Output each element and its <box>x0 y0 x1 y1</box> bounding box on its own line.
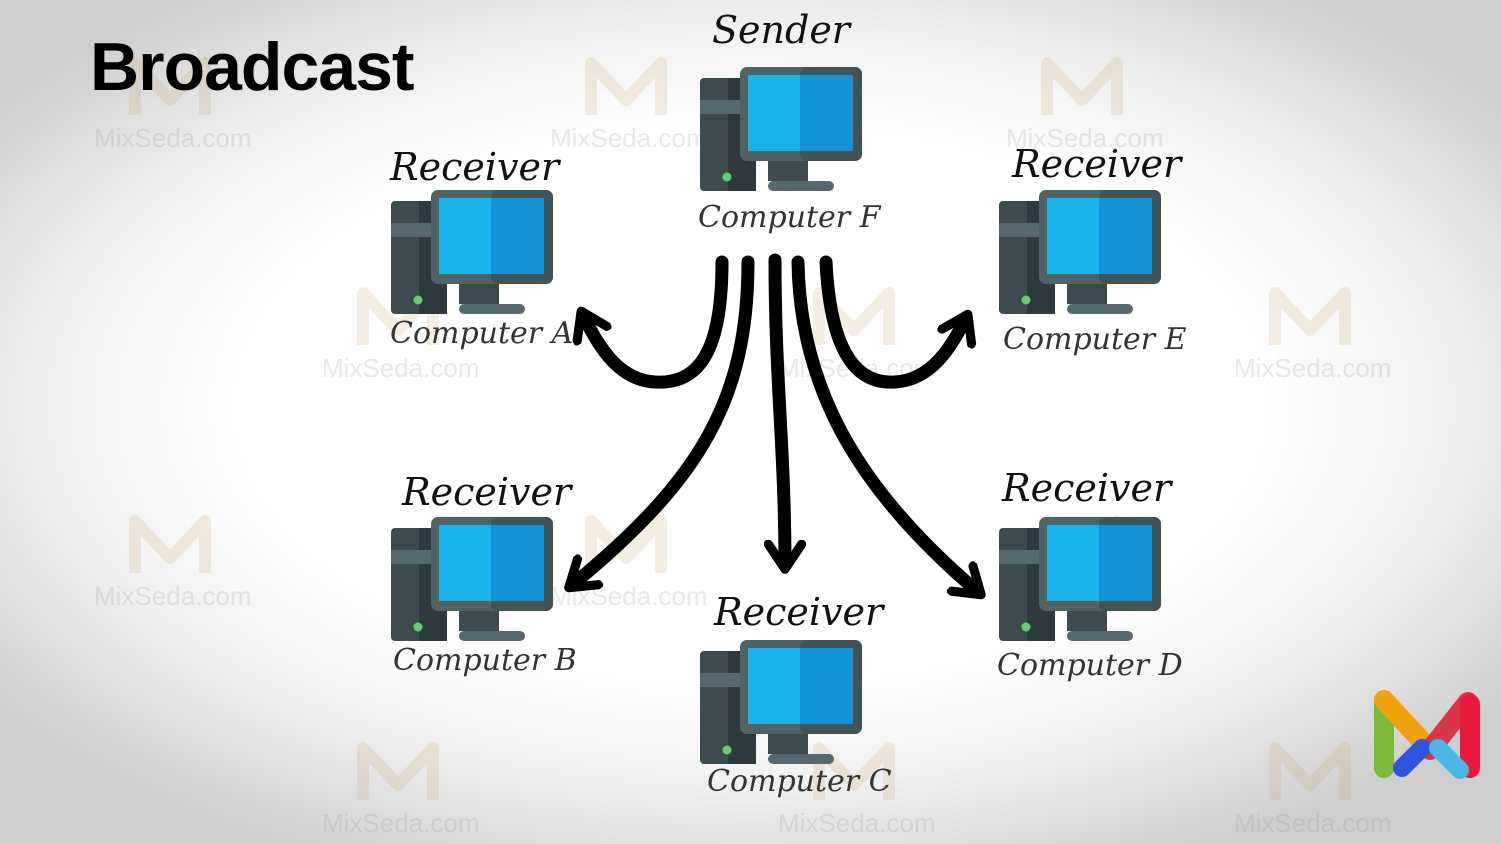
watermark-logo <box>357 742 439 800</box>
computer-b-label: Computer B <box>393 643 577 678</box>
watermark-logo <box>129 57 211 115</box>
receiver-d-label: Receiver <box>1002 466 1172 510</box>
receiver-e-label: Receiver <box>1012 142 1182 186</box>
watermark-logo <box>585 515 667 573</box>
computer-d-icon <box>999 517 1161 641</box>
computer-f-label: Computer F <box>698 200 881 235</box>
watermark-logo <box>1269 742 1351 800</box>
watermark-text: MixSeda.com <box>778 808 936 838</box>
watermark-text: MixSeda.com <box>94 581 252 611</box>
sender-label: Sender <box>712 8 850 52</box>
computer-a-icon <box>391 190 553 314</box>
mixseda-logo <box>1374 690 1480 779</box>
computer-d-label: Computer D <box>997 648 1183 683</box>
arrow-to-computer-d <box>791 255 978 592</box>
receiver-c-label: Receiver <box>714 590 884 634</box>
arrow-to-computer-a <box>583 255 729 389</box>
computer-c-label: Computer C <box>707 764 892 799</box>
arrow-to-computer-c <box>775 253 785 565</box>
computer-e-icon <box>999 190 1161 314</box>
receiver-b-label: Receiver <box>402 470 572 514</box>
computer-b-icon <box>391 517 553 641</box>
page-title: Broadcast <box>90 29 415 105</box>
arrow-to-computer-b <box>572 255 755 585</box>
watermark-logo <box>585 57 667 115</box>
watermark-logo <box>813 742 895 800</box>
watermark-logo <box>1269 287 1351 345</box>
computer-c-icon <box>700 640 862 764</box>
watermark-text: MixSeda.com <box>1234 808 1392 838</box>
watermark-text: MixSeda.com <box>322 808 480 838</box>
arrow-to-computer-e <box>819 255 966 389</box>
receiver-a-label: Receiver <box>390 145 560 189</box>
watermark-logo <box>1041 57 1123 115</box>
watermark-text: MixSeda.com <box>1006 123 1164 153</box>
computer-f-icon <box>700 67 862 191</box>
computer-a-label: Computer A <box>390 316 574 351</box>
watermark-logo <box>813 287 895 345</box>
watermark-text: MixSeda.com <box>550 123 708 153</box>
computer-e-label: Computer E <box>1003 322 1187 357</box>
watermark-text: MixSeda.com <box>322 353 480 383</box>
watermark-text: MixSeda.com <box>1234 353 1392 383</box>
watermark-text: MixSeda.com <box>94 123 252 153</box>
watermark-logo <box>129 515 211 573</box>
